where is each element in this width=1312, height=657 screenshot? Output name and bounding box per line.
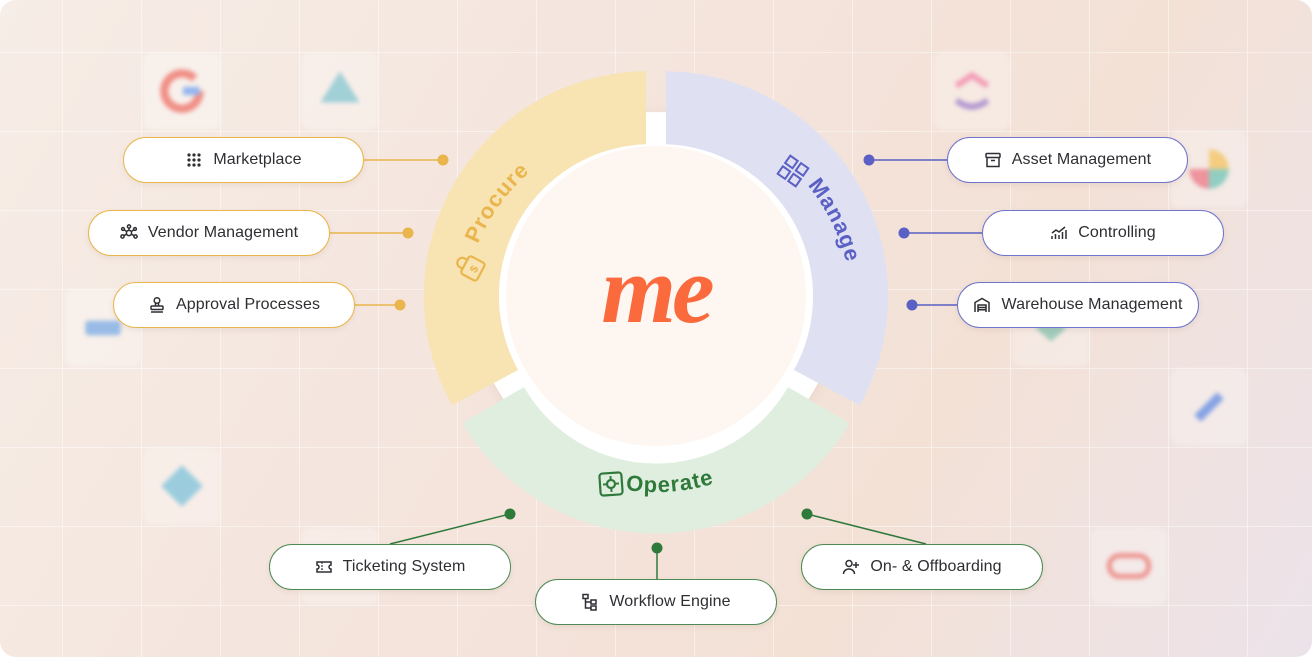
grid-dots-icon (185, 151, 203, 169)
manage-segment[interactable] (666, 71, 889, 406)
workflow-icon (581, 593, 599, 611)
marketplace-pill[interactable]: Marketplace (123, 137, 364, 183)
asset-management-pill[interactable]: Asset Management (947, 137, 1188, 183)
warehouse-icon (973, 296, 991, 314)
ticketing-system-pill[interactable]: Ticketing System (269, 544, 511, 590)
marketplace-label: Marketplace (213, 151, 302, 168)
modules-icon (776, 154, 810, 188)
clickup-logo-icon (933, 52, 1011, 130)
controlling-label: Controlling (1078, 224, 1156, 241)
vendor-management-pill[interactable]: Vendor Management (88, 210, 330, 256)
warehouse-management-label: Warehouse Management (1001, 296, 1183, 313)
pyramid-logo-icon (301, 52, 379, 130)
approval-processes-pill[interactable]: Approval Processes (113, 282, 355, 328)
oracle-logo-icon (1090, 527, 1168, 605)
workflow-engine-label: Workflow Engine (609, 593, 731, 610)
me-logo: me (601, 236, 713, 343)
diamond-grid-logo-icon (143, 447, 221, 525)
procure-segment[interactable] (423, 71, 646, 406)
chart-icon (1050, 224, 1068, 242)
google-logo-icon (143, 52, 221, 130)
operate-connectors (389, 508, 927, 579)
approval-processes-label: Approval Processes (175, 296, 321, 313)
warehouse-management-pill[interactable]: Warehouse Management (957, 282, 1199, 328)
ticket-icon (315, 558, 333, 576)
archive-box-icon (984, 151, 1002, 169)
on-offboarding-label: On- & Offboarding (870, 558, 1002, 575)
manage-connectors (863, 154, 983, 311)
asset-management-label: Asset Management (1011, 151, 1152, 168)
ticketing-system-label: Ticketing System (342, 558, 466, 575)
jira-logo-icon (1170, 368, 1248, 446)
svg-text:$: $ (468, 264, 481, 275)
gear-icon (598, 471, 624, 497)
vendor-management-label: Vendor Management (147, 224, 299, 241)
network-icon (120, 224, 138, 242)
workflow-engine-pill[interactable]: Workflow Engine (535, 579, 777, 625)
operate-segment[interactable] (462, 387, 850, 534)
wheel-center (506, 146, 806, 446)
shopping-bag-icon: $ (456, 255, 486, 282)
user-plus-icon (842, 558, 860, 576)
controlling-pill[interactable]: Controlling (982, 210, 1224, 256)
on-offboarding-pill[interactable]: On- & Offboarding (801, 544, 1043, 590)
procure-connectors (330, 154, 449, 311)
stamp-icon (148, 296, 166, 314)
